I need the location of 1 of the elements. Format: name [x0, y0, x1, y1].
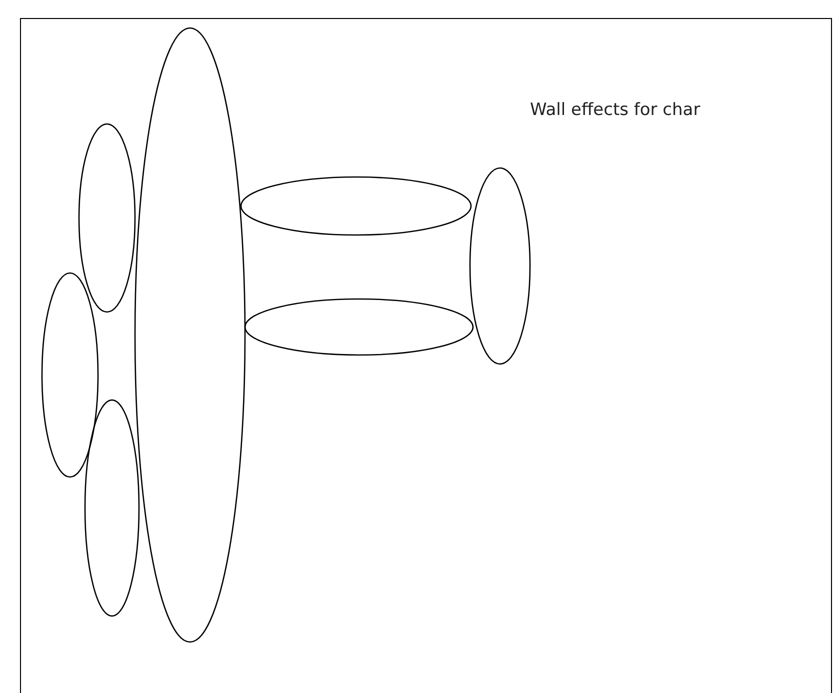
- diagram-title: Wall effects for char: [530, 100, 700, 120]
